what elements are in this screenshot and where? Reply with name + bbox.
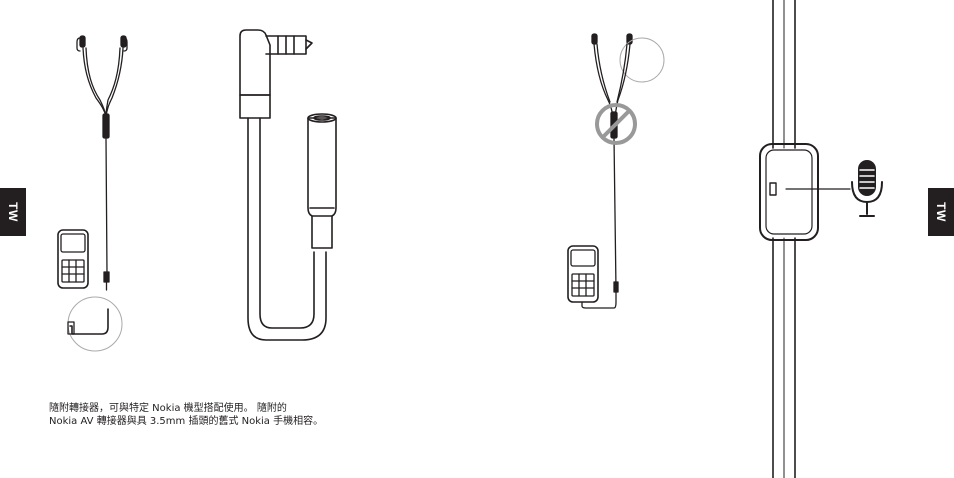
language-tab-left-label: TW [6,202,20,222]
incompatible-headset-illustration [560,28,670,318]
language-tab-left: TW [0,188,26,236]
remote-microphone-illustration [748,0,898,478]
av-adapter-illustration [230,22,360,358]
language-tab-right-label: TW [934,202,948,222]
language-tab-right: TW [928,188,954,236]
caption-line-2: Nokia AV 轉接器與具 3.5mm 插頭的舊式 Nokia 手機相容。 [49,416,324,427]
caption-line-1: 隨附轉接器，可與特定 Nokia 機型搭配使用。 隨附的 [49,403,287,414]
caption-text: 隨附轉接器，可與特定 Nokia 機型搭配使用。 隨附的 Nokia AV 轉接… [49,402,323,428]
headset-with-phone-illustration [40,28,140,358]
